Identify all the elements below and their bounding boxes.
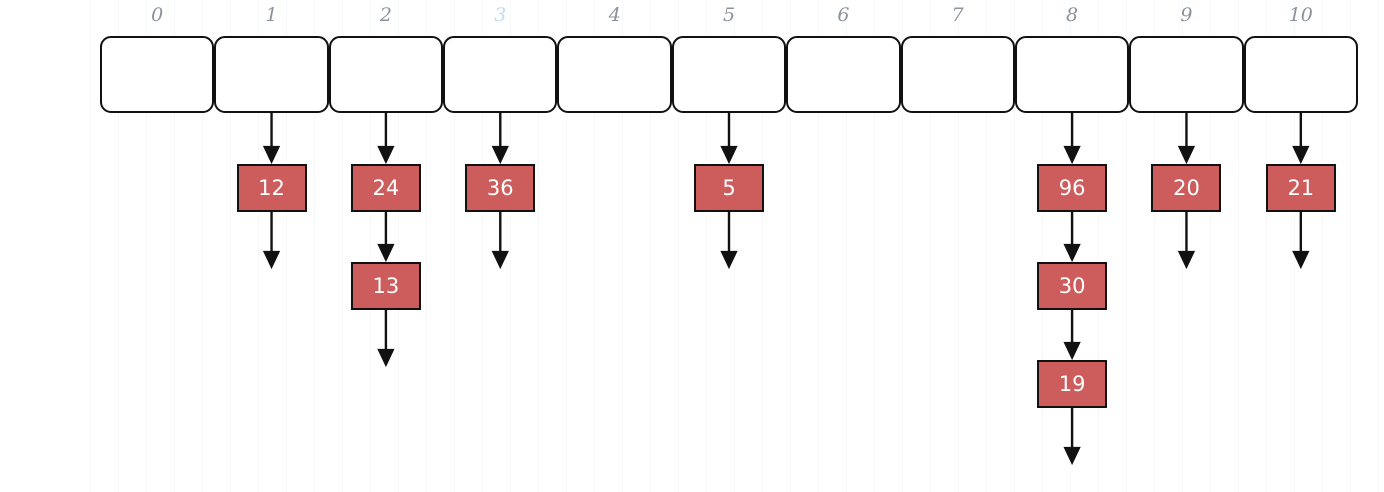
bucket-slot-6[interactable] [786,36,901,113]
bucket-slot-9[interactable] [1129,36,1244,113]
chain-node-8-0[interactable]: 96 [1037,164,1108,212]
bucket-index-label-7: 7 [951,4,964,26]
chain-node-10-0[interactable]: 21 [1265,164,1336,212]
bucket-slot-5[interactable] [671,36,787,113]
bucket-slot-3[interactable] [443,36,558,113]
bucket-slot-10[interactable] [1243,36,1358,113]
bucket-index-label-8: 8 [1066,4,1079,26]
bucket-index-label-9: 9 [1180,4,1193,26]
connector-group [262,113,1310,466]
bucket-index-label-4: 4 [608,4,621,26]
bucket-index-label-5: 5 [722,4,736,26]
bucket-index-label-3: 3 [494,4,507,26]
bucket-slot-0[interactable] [100,36,215,113]
bucket-slot-2[interactable] [328,36,444,113]
bucket-index-label-10: 10 [1288,4,1313,26]
bucket-index-label-1: 1 [265,4,278,26]
chain-node-2-0[interactable]: 24 [350,164,421,212]
bucket-slot-4[interactable] [557,36,672,113]
bucket-index-label-2: 2 [379,4,392,26]
chain-node-5-0[interactable]: 5 [694,164,764,212]
bucket-index-label-6: 6 [837,4,850,26]
chain-node-1-0[interactable]: 12 [236,164,307,212]
bucket-slot-8[interactable] [1014,36,1130,113]
bucket-slot-1[interactable] [214,36,329,113]
chain-node-8-2[interactable]: 19 [1037,360,1108,408]
chain-node-8-1[interactable]: 30 [1037,262,1108,310]
chain-node-3-0[interactable]: 36 [465,164,536,212]
bucket-index-label-0: 0 [151,4,164,26]
bucket-slot-7[interactable] [900,36,1015,113]
chain-node-9-0[interactable]: 20 [1151,164,1222,212]
chain-node-2-1[interactable]: 13 [350,262,421,310]
